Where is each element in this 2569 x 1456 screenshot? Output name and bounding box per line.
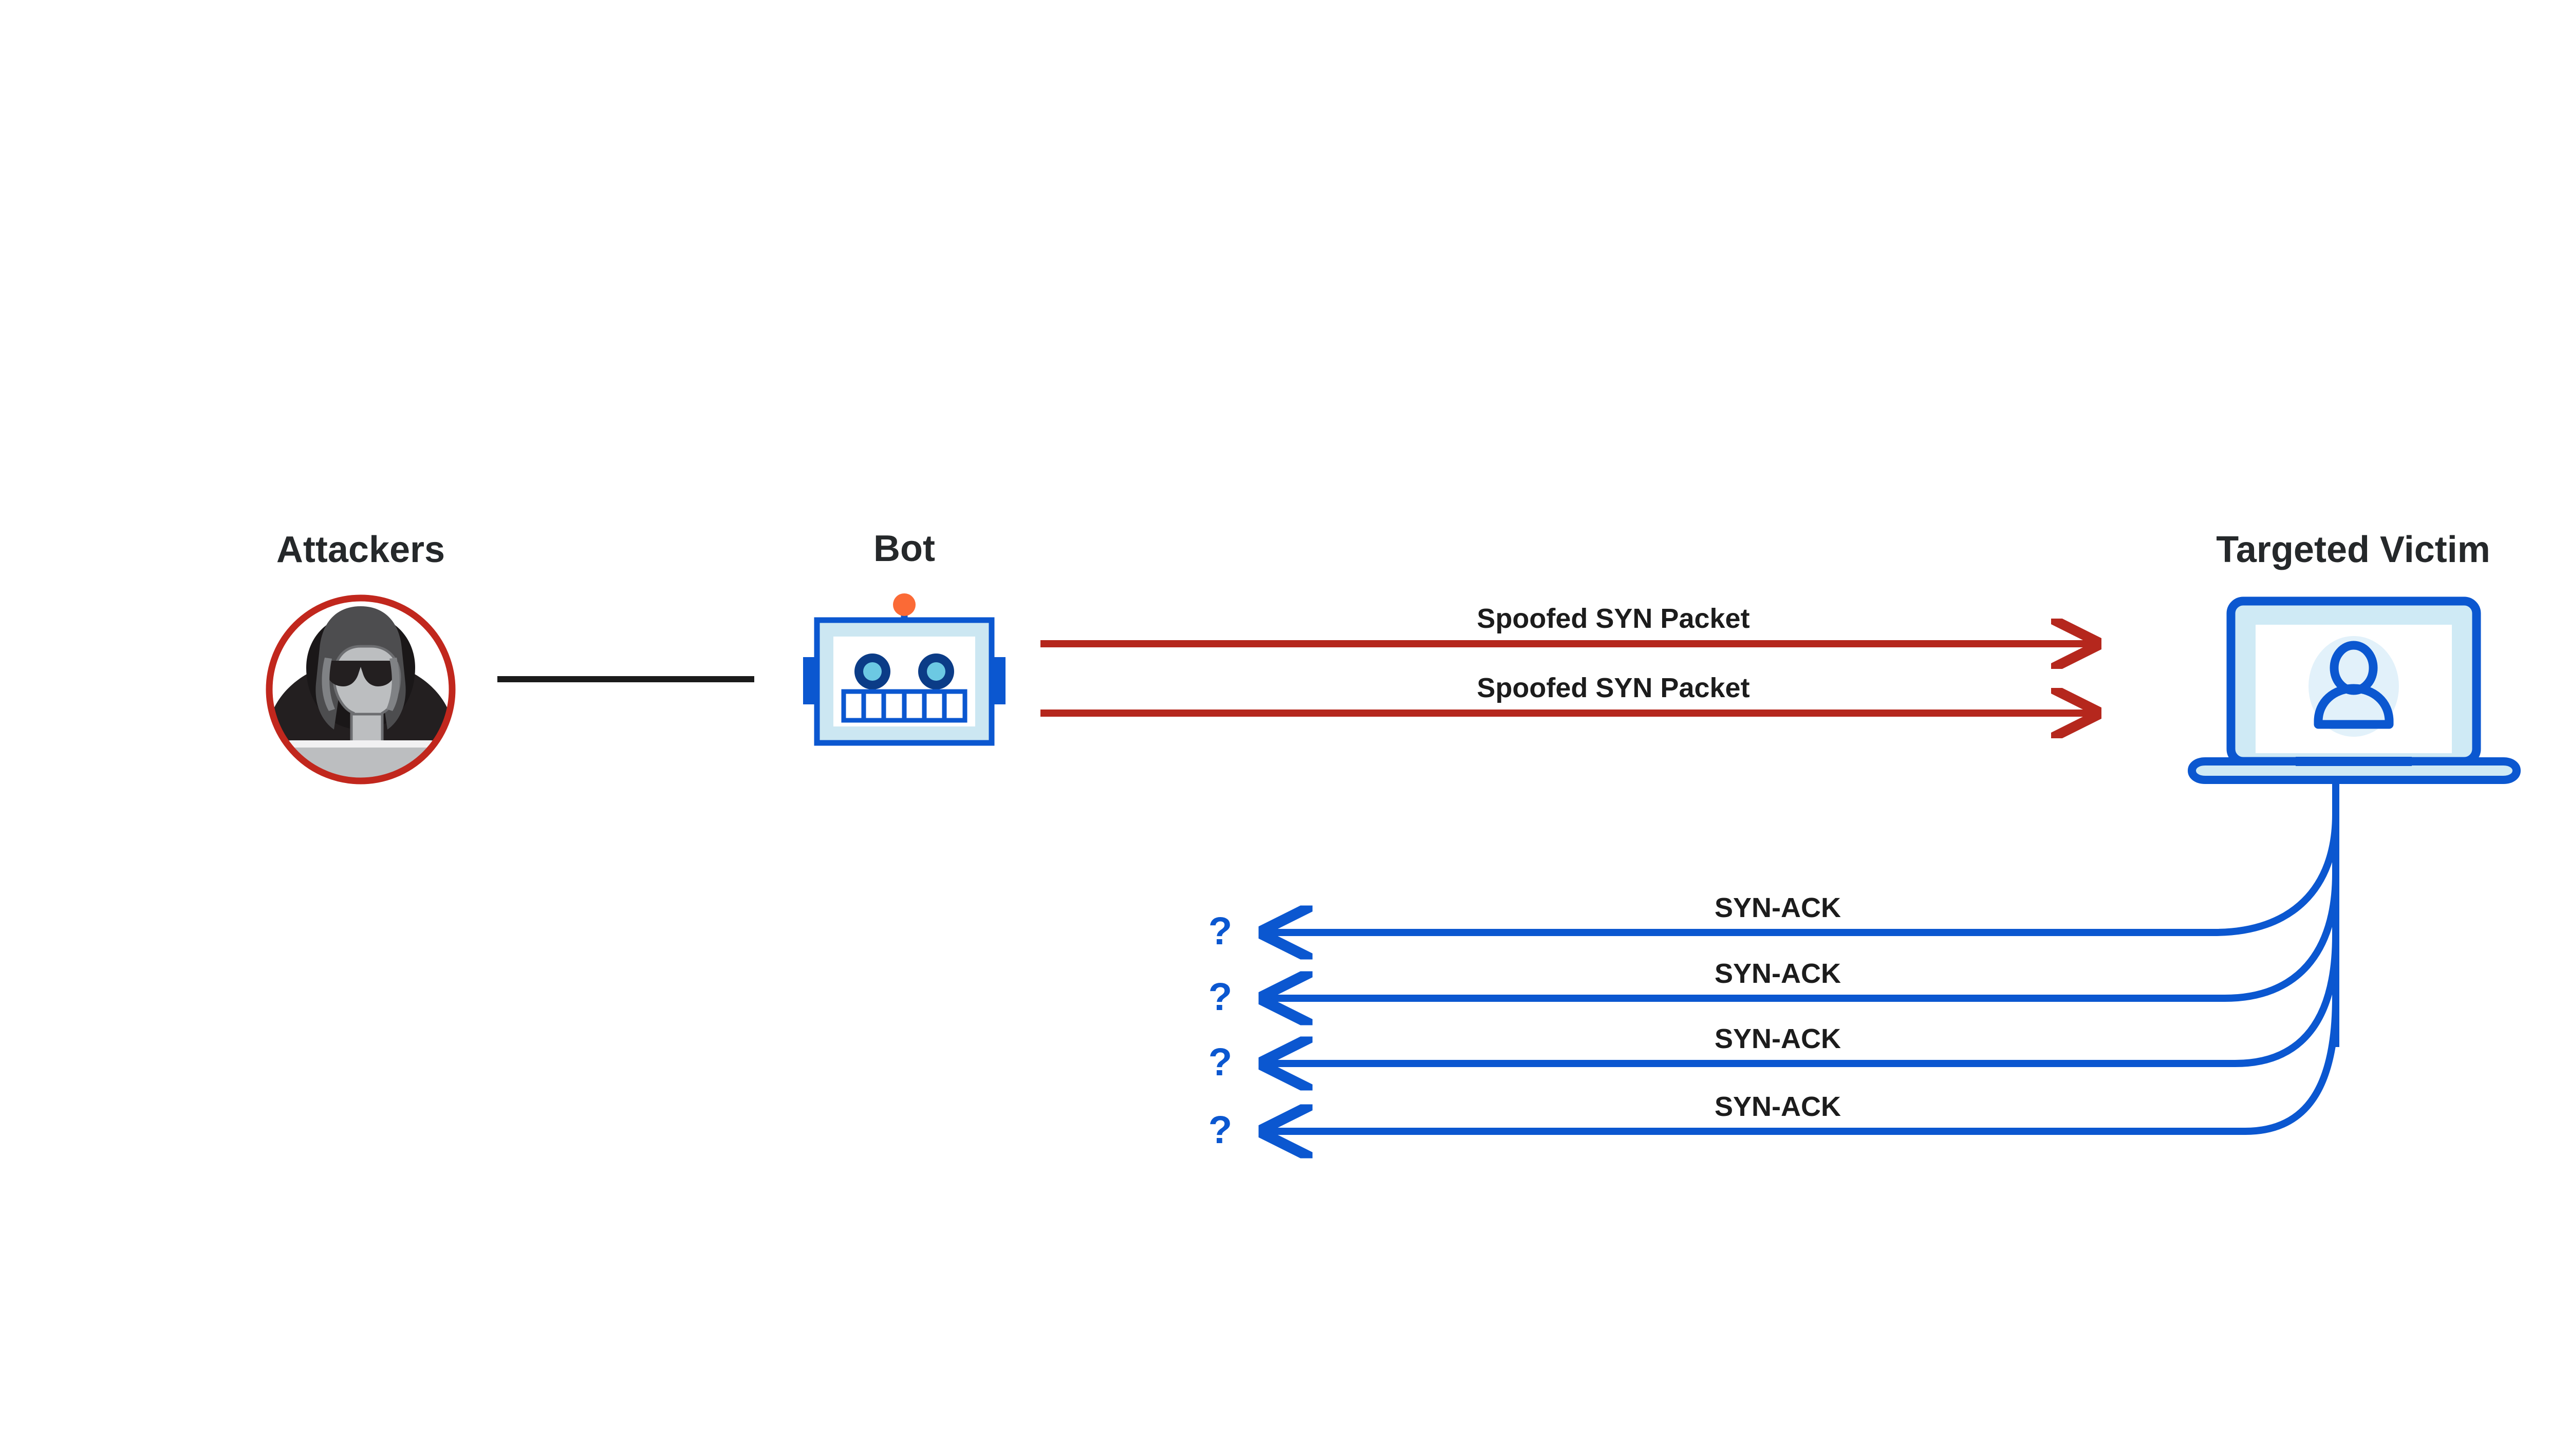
syn-ack-path-4 [1264,996,2339,1131]
node-bot: Bot [803,528,1006,746]
node-attackers: Attackers [266,529,456,785]
unknown-marker-3: ? [1208,1040,1232,1084]
sunglasses-bar [325,661,398,667]
unknown-marker-1: ? [1208,909,1232,953]
hacker-avatar-icon [266,594,456,785]
victim-avatar-body [2314,684,2394,729]
syn-ack-label-3: SYN-ACK [1715,1023,1841,1054]
laptop-base [2187,757,2521,784]
bot-label: Bot [873,528,935,569]
syn-ack-label-2: SYN-ACK [1715,958,1841,989]
robot-mouth [841,689,967,723]
hood-strand-right [386,658,400,711]
attackers-label: Attackers [276,529,445,570]
attack-flow-group: Spoofed SYN Packet Spoofed SYN Packet [1040,603,2096,713]
robot-antenna-bulb [893,593,916,616]
attacker-laptop [282,740,439,781]
robot-pupil-left [863,662,882,681]
unknown-marker-2: ? [1208,975,1232,1019]
syn-ack-label-1: SYN-ACK [1715,892,1841,923]
node-victim: Targeted Victim [2187,529,2521,784]
spoofed-syn-label-1: Spoofed SYN Packet [1477,603,1749,634]
robot-pupil-right [927,662,945,681]
spoofed-syn-label-2: Spoofed SYN Packet [1477,673,1749,703]
victim-label: Targeted Victim [2216,529,2490,570]
attack-flow-2: Spoofed SYN Packet [1040,673,2096,713]
attacker-ring [266,594,456,785]
robot-icon [803,593,1006,746]
syn-ack-path-3 [1264,935,2339,1063]
syn-ack-path-1 [1264,814,2339,932]
sunglasses [327,664,395,686]
unknown-marker-4: ? [1208,1108,1232,1152]
hood-strand-left [322,658,335,711]
syn-ack-path-2 [1264,873,2339,998]
syn-ack-label-4: SYN-ACK [1715,1091,1841,1122]
attack-flow-1: Spoofed SYN Packet [1040,603,2096,644]
laptop-user-icon [2187,596,2521,784]
response-flow-group: SYN-ACK ? SYN-ACK ? SYN-ACK ? SYN-ACK ? [1208,780,2339,1152]
